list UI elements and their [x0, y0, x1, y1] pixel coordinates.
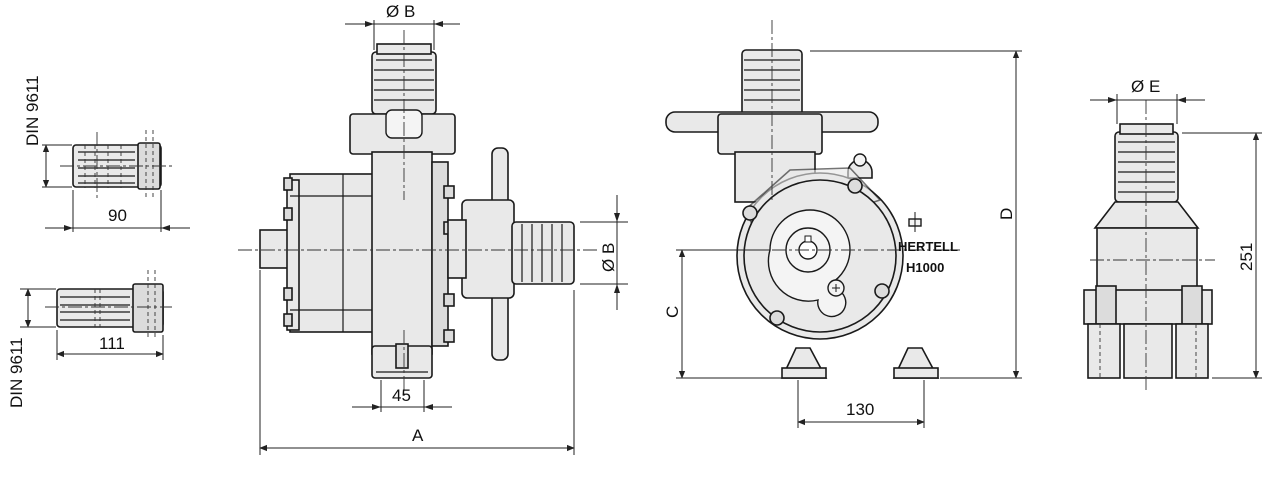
shaft-adapter-bottom [20, 270, 172, 360]
dim-90-label: 90 [108, 206, 127, 225]
brand-name: HERTELL [898, 239, 958, 254]
dim-b-side-label: Ø B [599, 243, 618, 272]
dim-b-top-label: Ø B [386, 2, 415, 21]
dim-111-label: 111 [99, 334, 125, 353]
dim-e-label: Ø E [1131, 77, 1160, 96]
dim-130-label: 130 [846, 400, 874, 419]
dim-c-label: C [663, 306, 682, 318]
pump-front-view [665, 20, 1022, 428]
outlet-adapter [1083, 94, 1262, 390]
din-label-bottom: DIN 9611 [7, 337, 26, 408]
dim-a-label: A [412, 426, 424, 445]
brand-model: H1000 [906, 260, 944, 275]
dim-d-label: D [997, 208, 1016, 220]
shaft-adapter-top [42, 130, 190, 232]
din-label-top: DIN 9611 [23, 75, 42, 146]
dim-251-label: 251 [1237, 243, 1256, 271]
dim-45-label: 45 [392, 386, 411, 405]
pump-side-view [238, 20, 628, 455]
